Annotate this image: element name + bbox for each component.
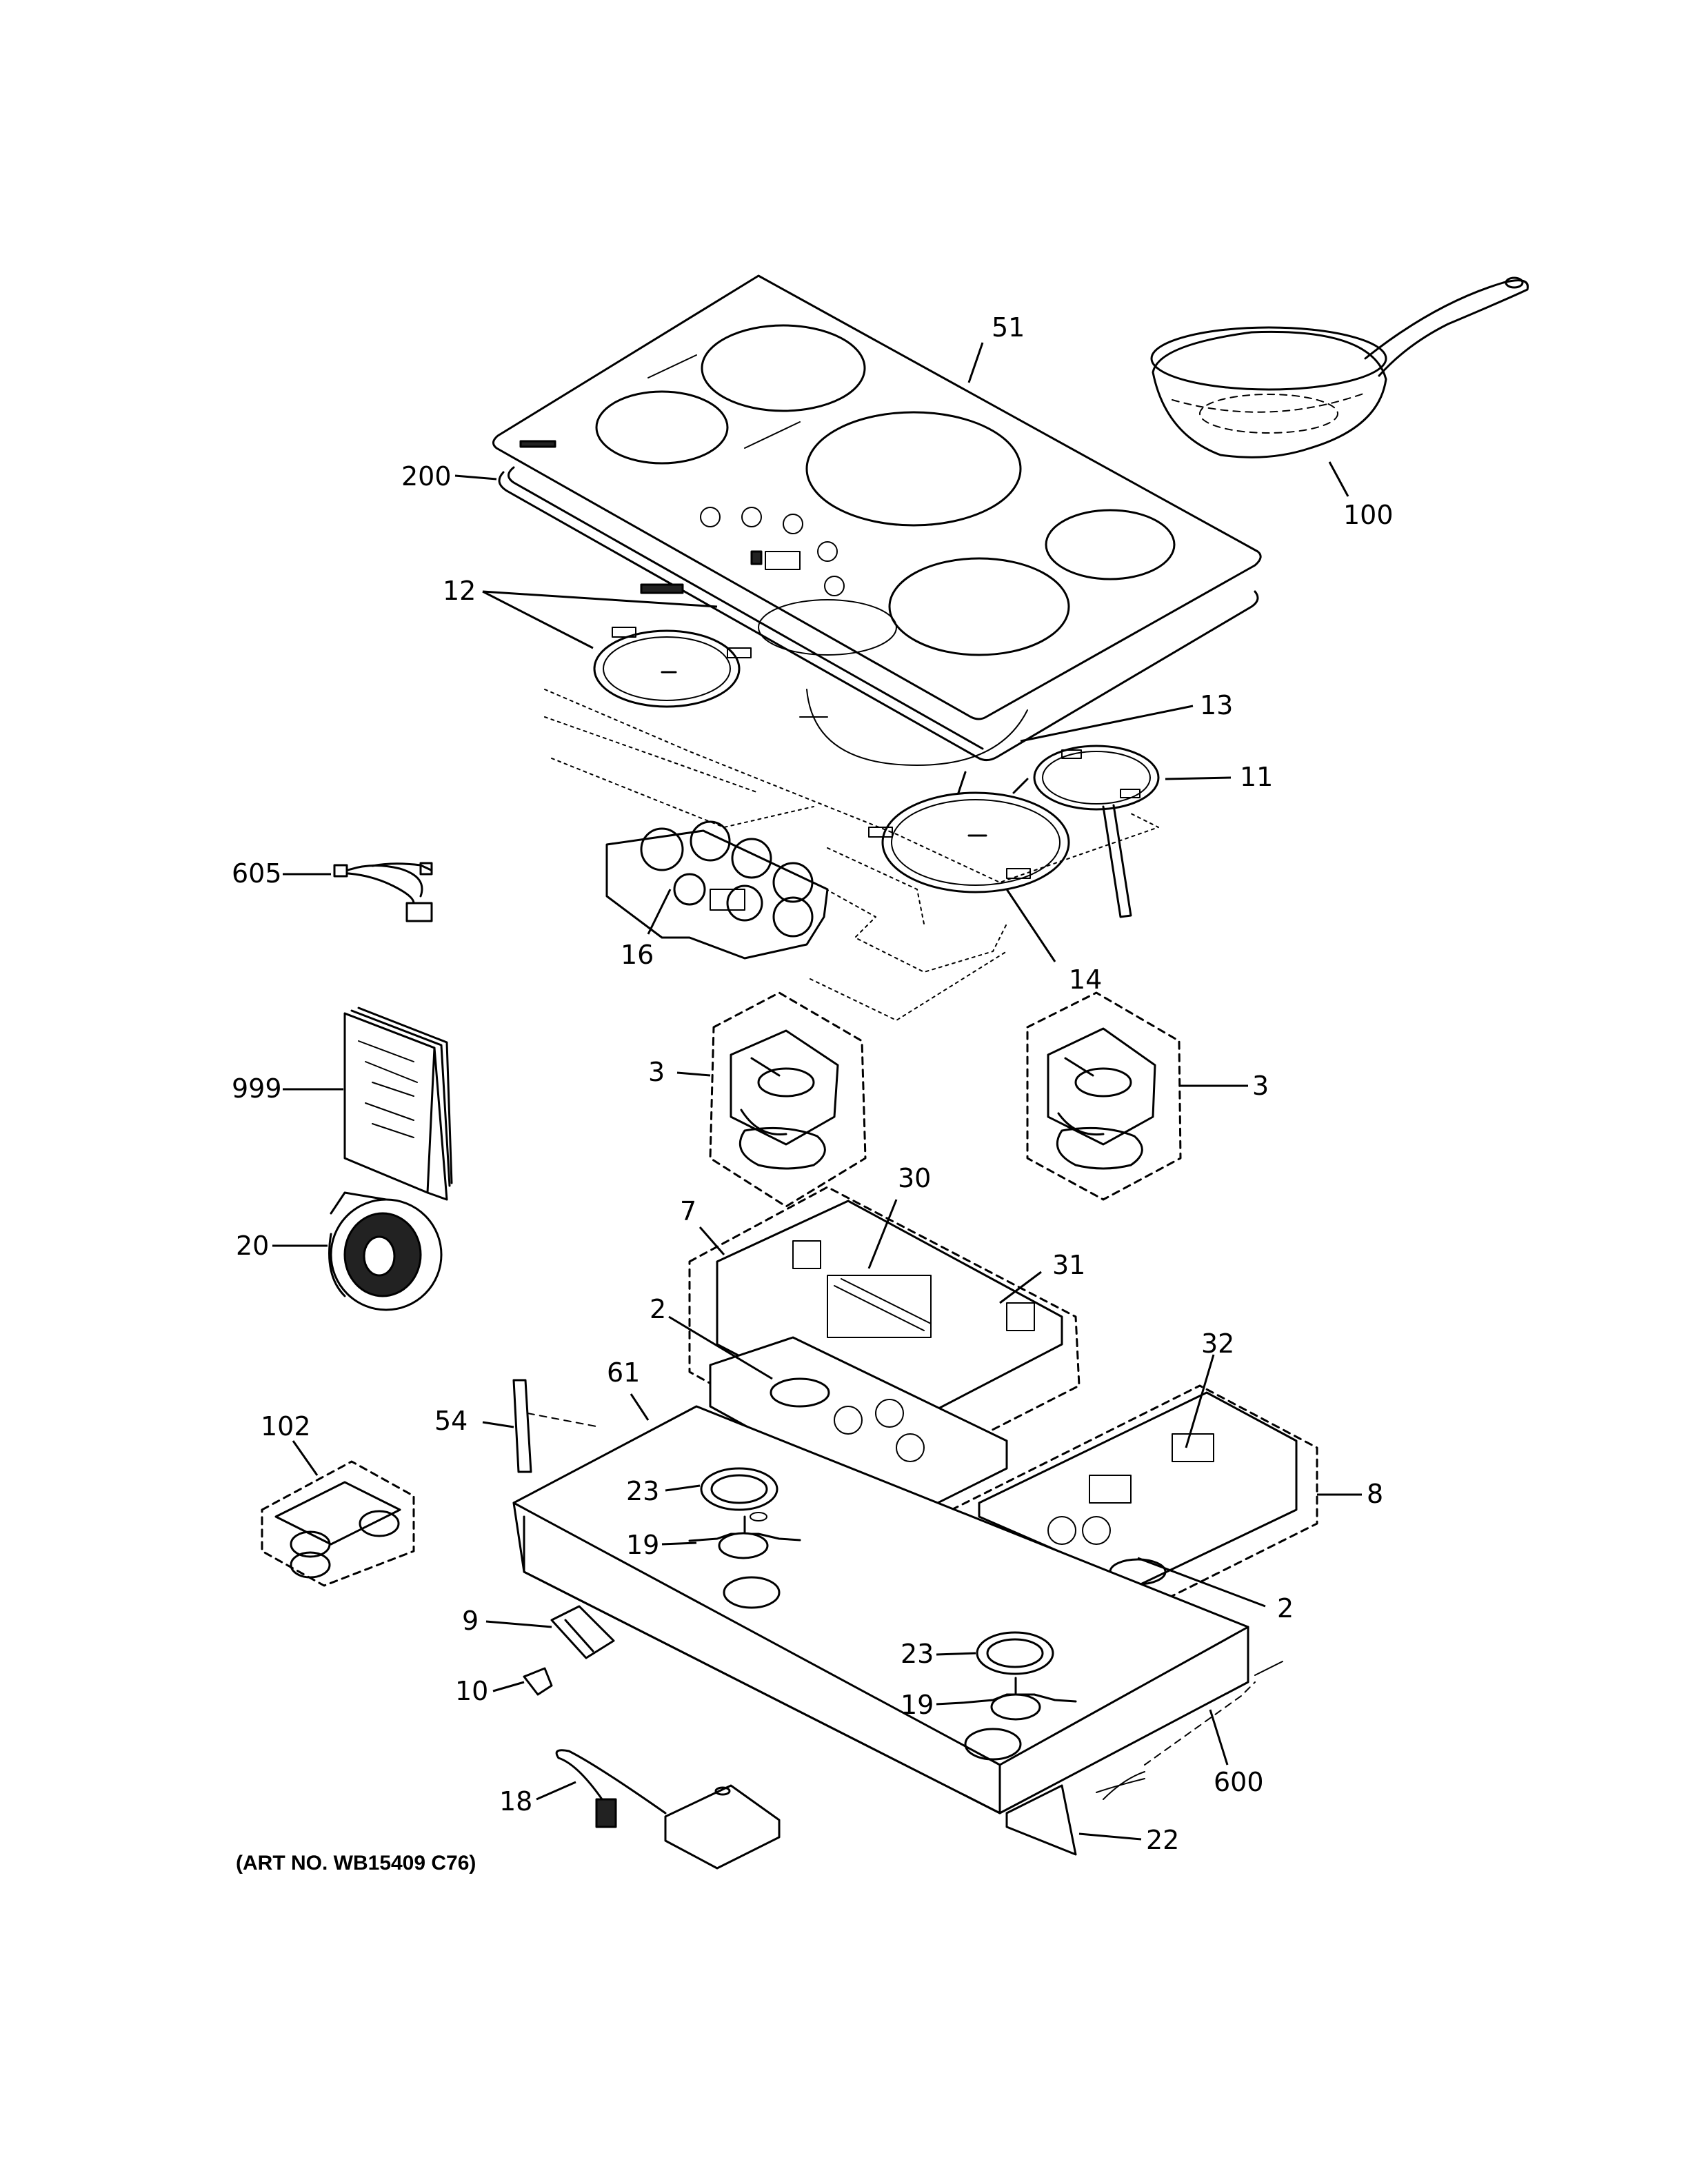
callout-30: 30 (898, 1163, 931, 1193)
bracket-strip-54[interactable] (512, 1379, 601, 1473)
wok-pan-100[interactable] (1150, 276, 1529, 458)
callout-20: 20 (236, 1231, 269, 1261)
callout-2-left: 2 (650, 1294, 666, 1324)
power-board-8[interactable] (950, 1384, 1318, 1615)
coil-11[interactable] (1033, 745, 1160, 918)
ring-23-upper[interactable] (700, 1467, 778, 1511)
callout-10: 10 (455, 1676, 488, 1706)
manual-999[interactable] (343, 1007, 453, 1201)
label-22[interactable] (1005, 1784, 1077, 1856)
callout-200: 200 (401, 461, 452, 492)
power-cord-600[interactable] (1096, 1661, 1283, 1800)
callout-2-right: 2 (1277, 1593, 1294, 1624)
clip-10[interactable] (523, 1667, 553, 1696)
callout-14: 14 (1069, 964, 1102, 995)
callout-18: 18 (499, 1786, 532, 1817)
callout-11: 11 (1240, 762, 1273, 792)
bracket-9[interactable] (550, 1605, 615, 1659)
callout-31: 31 (1052, 1250, 1085, 1280)
callout-999: 999 (232, 1073, 282, 1104)
callout-13: 13 (1200, 690, 1233, 720)
callout-12: 12 (443, 576, 476, 606)
wire-harness-605[interactable] (333, 862, 433, 922)
tape-roll-20[interactable] (328, 1191, 443, 1311)
callout-3-left: 3 (648, 1057, 665, 1087)
callout-54: 54 (434, 1406, 468, 1436)
callout-3-right: 3 (1252, 1071, 1269, 1101)
leader-lines (272, 342, 1362, 1841)
gasket-200[interactable] (498, 466, 1259, 762)
control-board-16[interactable] (605, 820, 829, 960)
callout-7: 7 (680, 1196, 696, 1226)
heat-sink-box-2-left[interactable] (709, 1336, 1008, 1518)
callout-22: 22 (1146, 1825, 1179, 1855)
callout-8: 8 (1367, 1479, 1383, 1509)
induction-coil-12[interactable] (593, 583, 897, 708)
callout-9: 9 (462, 1606, 479, 1636)
base-pan-61[interactable] (512, 1405, 1249, 1814)
callout-23-upper: 23 (626, 1476, 659, 1506)
art-number: (ART NO. WB15409 C76) (236, 1852, 476, 1874)
callout-605: 605 (232, 858, 282, 889)
callout-61: 61 (607, 1357, 640, 1388)
sensor-puck-18[interactable] (555, 1749, 781, 1870)
ring-23-lower[interactable] (976, 1631, 1054, 1675)
seal-strip-13[interactable] (799, 689, 1028, 766)
callout-102: 102 (261, 1411, 311, 1442)
fan-assembly-3-right[interactable] (1026, 991, 1182, 1201)
feet-kit-102[interactable] (261, 1460, 415, 1587)
callout-labels: 51 100 200 12 13 11 605 16 14 3 3 999 20… (232, 312, 1394, 1855)
fan-bracket-19-lower[interactable] (961, 1677, 1077, 1721)
fan-bracket-19-upper[interactable] (688, 1515, 801, 1559)
callout-19-upper: 19 (626, 1530, 659, 1560)
glass-cooktop-51[interactable] (492, 274, 1262, 720)
coil-14[interactable] (868, 771, 1070, 893)
callout-51: 51 (992, 312, 1025, 343)
callout-16: 16 (621, 940, 654, 970)
callout-23-lower: 23 (901, 1639, 934, 1669)
callout-19-lower: 19 (901, 1690, 934, 1720)
fan-assembly-3-left[interactable] (709, 991, 867, 1208)
callout-100: 100 (1343, 500, 1394, 530)
callout-600: 600 (1214, 1767, 1264, 1797)
callout-32: 32 (1201, 1328, 1234, 1359)
